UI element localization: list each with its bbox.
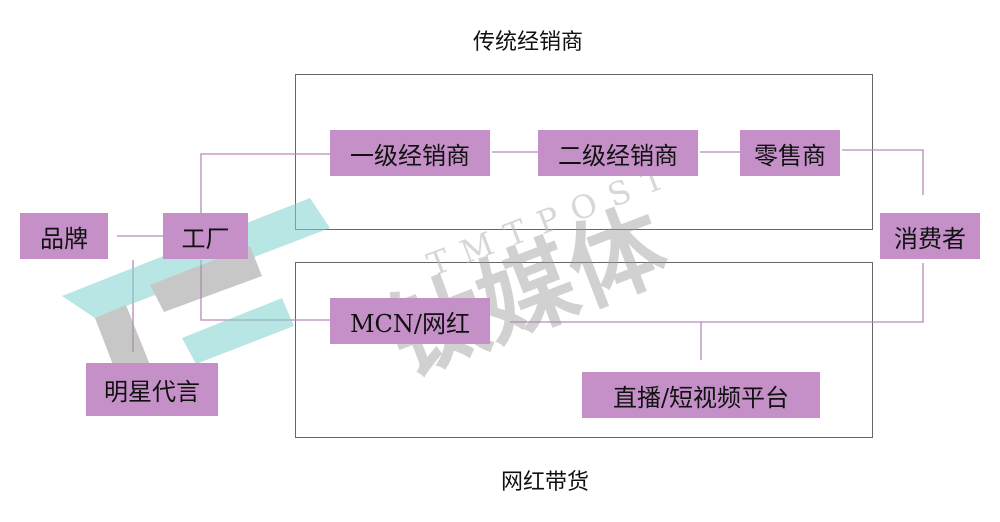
node-distributor-level1: 一级经销商 [330,130,490,176]
node-mcn-influencer: MCN/网红 [330,298,490,344]
node-consumer: 消费者 [880,213,980,259]
node-factory: 工厂 [163,213,248,259]
connector-retailer-consumer [842,149,924,195]
traditional-distribution-frame [295,74,873,230]
influencer-sales-label: 网红带货 [501,470,590,495]
node-brand: 品牌 [20,213,108,259]
connector-mcn-consumer [510,263,924,323]
node-distributor-level2: 二级经销商 [538,130,698,176]
influencer-sales-frame [295,262,873,438]
traditional-distribution-label: 传统经销商 [473,30,584,55]
connector-factory-distributor1 [200,153,330,215]
node-celebrity-endorsement: 明星代言 [86,363,218,416]
node-retailer: 零售商 [740,130,840,176]
node-live-video-platform: 直播/短视频平台 [582,372,820,418]
